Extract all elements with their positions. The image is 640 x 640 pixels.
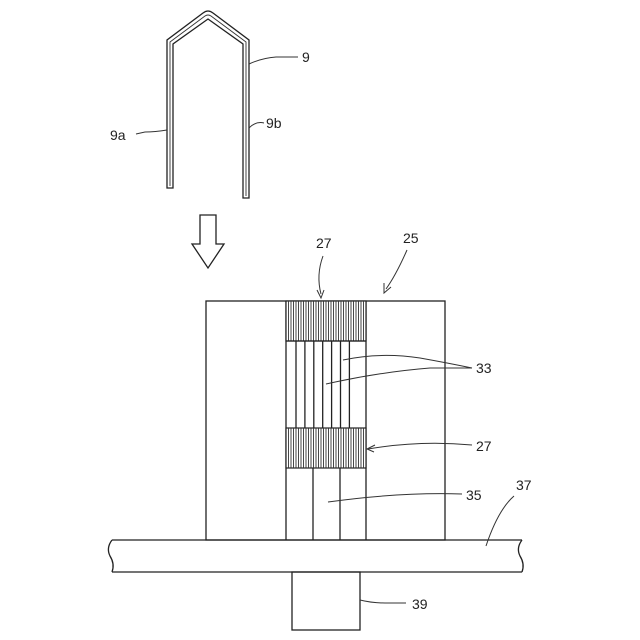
label-9b: 9b [266,115,282,131]
staple-outer-outline [167,11,249,198]
label-37: 37 [516,477,532,493]
label-39: 39 [412,596,428,612]
post-39 [292,572,360,630]
base-plate-37 [108,540,523,572]
staple-inner-highlight [170,15,246,196]
label-9: 9 [302,49,310,65]
leader-27-top [319,256,323,294]
label-25: 25 [403,230,419,246]
column-33-lines [296,341,349,428]
leader-39 [360,600,406,603]
label-27-top: 27 [316,235,332,251]
leader-25 [386,250,407,289]
leader-25-arrowhead [384,283,391,293]
down-arrow-icon [192,215,224,268]
leader-33-upper [343,355,472,368]
holder-25 [206,301,445,540]
label-35: 35 [466,487,482,503]
label-27-mid: 27 [476,438,492,454]
leader-9a [136,130,167,134]
leader-9b [249,123,264,128]
base-plate-right-break [518,540,523,572]
label-9a: 9a [110,127,126,143]
leader-27-mid [368,443,472,449]
leader-37 [486,496,514,546]
staple-9 [167,11,249,198]
label-33: 33 [476,360,492,376]
leader-35 [328,494,462,502]
base-plate-left-break [108,540,113,572]
leader-33-lower [326,368,472,384]
leader-9 [249,57,298,64]
